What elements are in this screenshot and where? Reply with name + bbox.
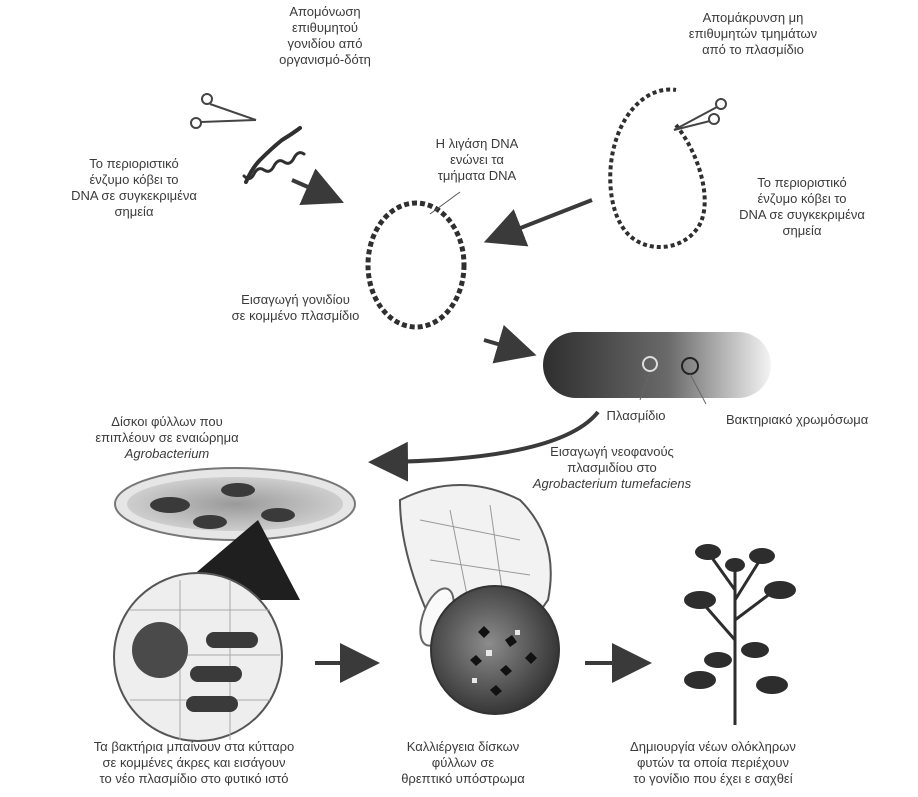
scissors-left-icon: [191, 94, 256, 128]
label-ligase: Η λιγάση DNA ενώνει τα τμήματα DNA: [417, 136, 537, 184]
label-insert-agro: Εισαγωγή νεοφανούς πλασμιδίου στο Agroba…: [504, 444, 720, 492]
arrow-donor-to-plasmid: [292, 180, 333, 198]
arrow-to-bacterium: [484, 340, 525, 352]
arrow-plasmid-to-ligation: [495, 200, 592, 238]
culture-plate: [400, 485, 559, 714]
bacterium-cell: [543, 332, 771, 404]
label-remove-segments: Απομάκρυνση μη επιθυμητών τμημάτων από τ…: [668, 10, 838, 58]
label-plasmid: Πλασμίδιο: [580, 408, 692, 424]
ligase-pointer: [430, 192, 460, 214]
recombinant-plasmid: [368, 203, 464, 327]
open-plasmid-right: [610, 90, 704, 248]
label-leaf-discs: Δίσκοι φύλλων που επιπλέουν σε εναιώρημα…: [66, 414, 268, 462]
label-culture: Καλλιέργεια δίσκων φύλλων σε θρεπτικό υπ…: [388, 739, 538, 787]
label-isolate-gene: Απομόνωση επιθυμητού γονιδίου από οργανι…: [260, 4, 390, 68]
label-bacterial-chromosome: Βακτηριακό χρωμόσωμα: [726, 412, 916, 428]
petri-dish: [115, 468, 355, 540]
label-enzyme-right: Το περιοριστικό ένζυμο κόβει το DNA σε σ…: [716, 175, 888, 239]
donor-dna-fragment: [244, 128, 304, 182]
label-insert-gene: Εισαγωγή γονιδίου σε κομμένο πλασμίδιο: [218, 292, 373, 324]
label-enzyme-left: Το περιοριστικό ένζυμο κόβει το DNA σε σ…: [54, 156, 214, 220]
label-new-plants: Δημιουργία νέων ολόκληρων φυτών τα οποία…: [608, 739, 818, 787]
scissors-right-icon: [674, 99, 726, 130]
regenerated-plant: [684, 544, 796, 725]
magnified-leaf-tissue: [114, 573, 282, 741]
label-bacteria-enter: Τα βακτήρια μπαίνουν στα κύτταρο σε κομμ…: [66, 739, 322, 787]
